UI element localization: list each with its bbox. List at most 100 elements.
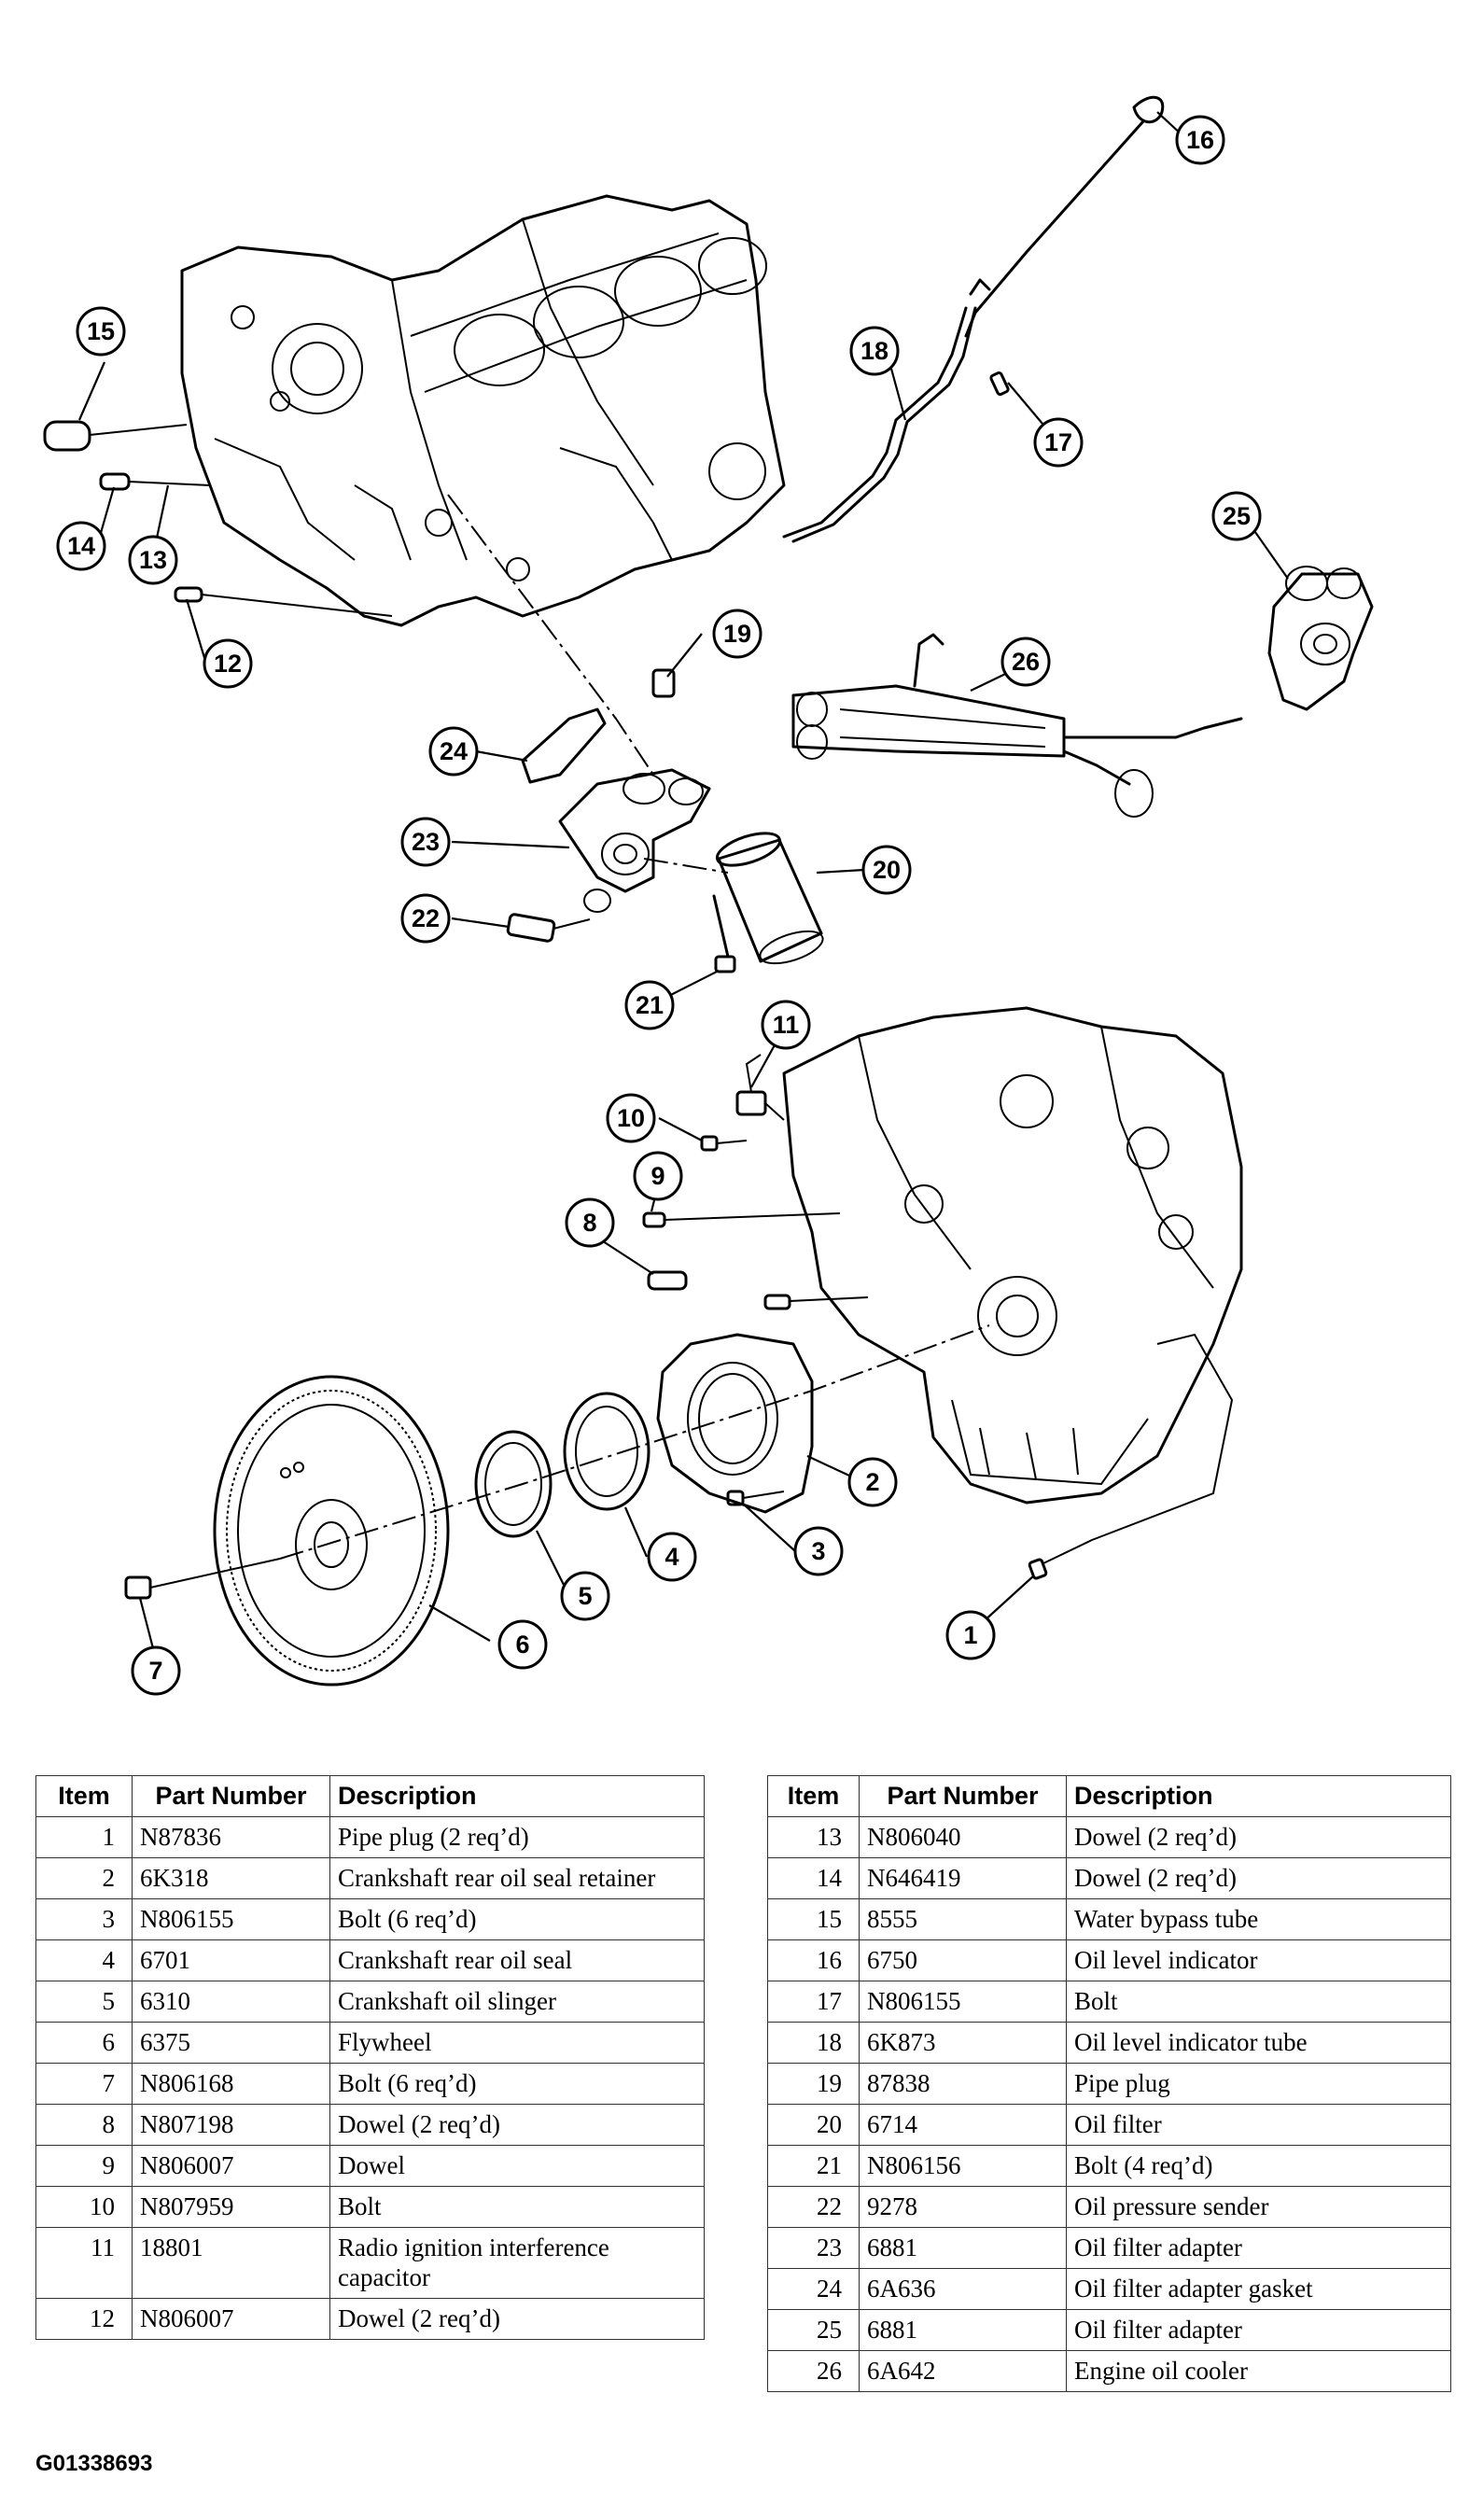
oil-filter <box>715 832 824 965</box>
dowel-9 <box>642 1211 869 1310</box>
svg-text:5: 5 <box>578 1582 592 1610</box>
cell-part-number: N646419 <box>859 1857 1067 1899</box>
callout-1: 1 <box>945 1610 996 1660</box>
callout-13: 13 <box>128 535 178 585</box>
cell-description: Oil level indicator tube <box>1066 2022 1451 2064</box>
header-item: Item <box>35 1775 133 1817</box>
header-description: Description <box>1066 1775 1451 1817</box>
cell-description: Bolt (6 req’d) <box>329 1898 705 1940</box>
cell-item: 9 <box>35 2145 133 2187</box>
cell-part-number: 6714 <box>859 2104 1067 2146</box>
callout-22: 22 <box>400 893 451 944</box>
callout-8: 8 <box>565 1197 615 1248</box>
cell-part-number: N87836 <box>132 1816 330 1858</box>
oil-level-indicator <box>782 95 1165 543</box>
oil-filter-adapter-gasket <box>521 707 607 784</box>
callout-4: 4 <box>647 1532 697 1582</box>
cell-part-number: 6750 <box>859 1939 1067 1981</box>
svg-text:20: 20 <box>873 856 901 884</box>
cell-description: Bolt (6 req’d) <box>329 2063 705 2105</box>
cell-part-number: 6310 <box>132 1981 330 2023</box>
cell-item: 24 <box>767 2268 860 2310</box>
cell-item: 20 <box>767 2104 860 2146</box>
callout-24: 24 <box>428 726 479 777</box>
svg-text:3: 3 <box>811 1537 825 1565</box>
crankshaft-rear-oil-seal-retainer <box>656 1333 814 1514</box>
cell-part-number: N807959 <box>132 2186 330 2228</box>
callout-23: 23 <box>400 817 451 867</box>
cell-description: Bolt (4 req’d) <box>1066 2145 1451 2187</box>
svg-text:18: 18 <box>860 337 888 365</box>
svg-text:12: 12 <box>214 650 242 678</box>
water-bypass-tube <box>43 420 188 452</box>
cell-description: Crankshaft rear oil seal retainer <box>329 1857 705 1899</box>
callout-18: 18 <box>849 326 900 376</box>
cell-item: 18 <box>767 2022 860 2064</box>
svg-text:10: 10 <box>617 1104 645 1132</box>
svg-text:1: 1 <box>963 1621 977 1649</box>
svg-text:16: 16 <box>1186 126 1214 154</box>
svg-text:15: 15 <box>87 317 115 345</box>
cell-item: 4 <box>35 1939 133 1981</box>
cell-item: 3 <box>35 1898 133 1940</box>
cell-part-number: 6A642 <box>859 2350 1067 2392</box>
callout-17: 17 <box>1033 417 1084 468</box>
svg-text:21: 21 <box>636 991 664 1019</box>
header-part-number: Part Number <box>859 1775 1067 1817</box>
cell-part-number: 6881 <box>859 2227 1067 2269</box>
cell-item: 21 <box>767 2145 860 2187</box>
callout-25: 25 <box>1211 491 1262 541</box>
svg-text:26: 26 <box>1012 648 1040 676</box>
header-description: Description <box>329 1775 705 1817</box>
cell-part-number: N806007 <box>132 2145 330 2187</box>
cell-item: 11 <box>35 2227 133 2299</box>
cell-item: 15 <box>767 1898 860 1940</box>
cell-item: 6 <box>35 2022 133 2064</box>
oil-pressure-sender <box>506 913 591 943</box>
cell-item: 19 <box>767 2063 860 2105</box>
bolt-7 <box>124 1558 281 1600</box>
cell-description: Pipe plug <box>1066 2063 1451 2105</box>
cell-description: Oil filter adapter <box>1066 2309 1451 2351</box>
cell-description: Dowel (2 req’d) <box>329 2298 705 2340</box>
cell-description: Bolt <box>329 2186 705 2228</box>
cell-item: 12 <box>35 2298 133 2340</box>
svg-text:24: 24 <box>440 737 468 765</box>
callout-9: 9 <box>633 1151 683 1201</box>
callout-14: 14 <box>56 521 106 571</box>
oil-filter-adapter-25 <box>1267 566 1374 711</box>
bolt-3 <box>726 1490 785 1506</box>
cell-item: 8 <box>35 2104 133 2146</box>
cell-description: Bolt <box>1066 1981 1451 2023</box>
cell-item: 10 <box>35 2186 133 2228</box>
cell-part-number: N806040 <box>859 1816 1067 1858</box>
cell-description: Radio ignition interference capacitor <box>329 2227 705 2299</box>
callout-6: 6 <box>497 1619 548 1670</box>
callout-21: 21 <box>624 980 675 1030</box>
pipe-plug-19 <box>651 668 676 698</box>
callout-20: 20 <box>861 845 912 895</box>
leader-lines <box>77 111 1289 1653</box>
svg-text:19: 19 <box>723 620 751 648</box>
cell-part-number: 6K318 <box>132 1857 330 1899</box>
svg-text:9: 9 <box>651 1162 665 1190</box>
table-header-row: Item Part Number Description <box>35 1775 705 1817</box>
cell-item: 16 <box>767 1939 860 1981</box>
cell-item: 22 <box>767 2186 860 2228</box>
cell-item: 7 <box>35 2063 133 2105</box>
callout-10: 10 <box>606 1093 656 1143</box>
header-item: Item <box>767 1775 860 1817</box>
